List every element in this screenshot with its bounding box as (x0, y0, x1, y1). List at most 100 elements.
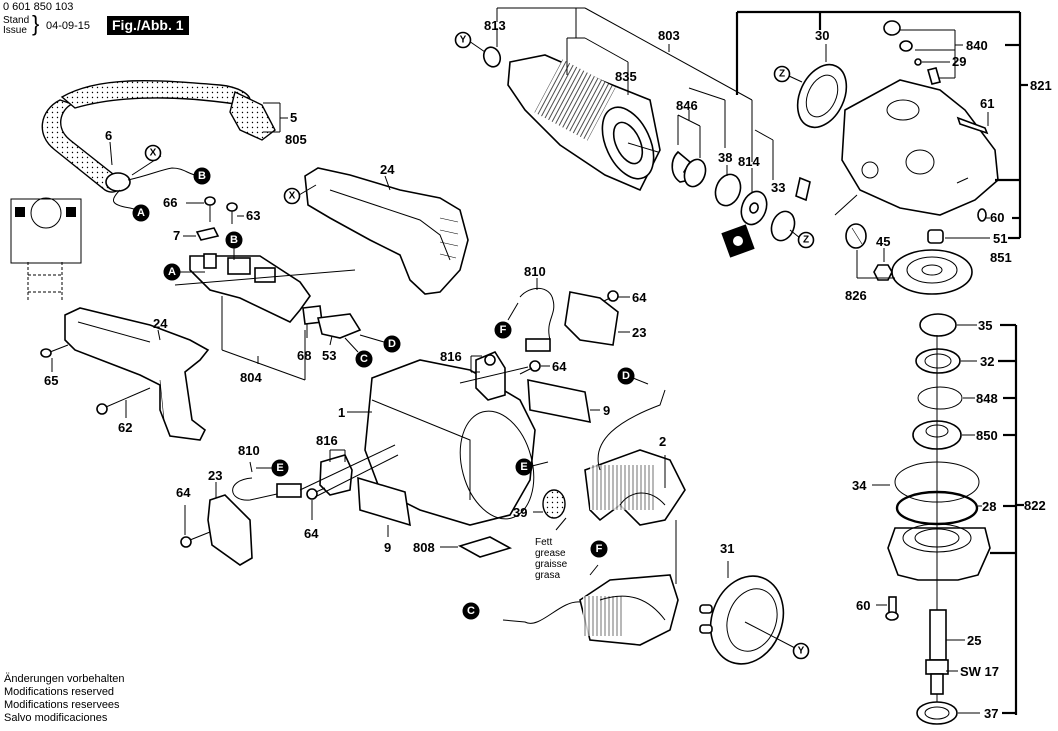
connector-f-coil: F (590, 540, 608, 558)
label-plate-9-right (527, 378, 591, 424)
connector-e-brush: E (256, 459, 289, 477)
label-805: 805 (285, 132, 307, 147)
label-25: 25 (967, 633, 981, 648)
footer-disclaimer: Änderungen vorbehalten Modifications res… (4, 673, 124, 725)
connector-c-switch: C (344, 337, 373, 368)
screw-64-lower-b (180, 531, 211, 548)
label-68: 68 (297, 348, 311, 363)
label-60-top: 60 (990, 210, 1004, 225)
connector-c-coil: C (462, 602, 480, 620)
label-9-left: 9 (384, 540, 391, 555)
coil-wire-d (597, 389, 666, 471)
circlip-848 (917, 386, 963, 410)
label-62: 62 (118, 420, 132, 435)
pinion-gear (845, 223, 867, 249)
connector-z-seal: Z (789, 229, 815, 249)
label-835: 835 (615, 69, 637, 84)
spindle-25 (925, 609, 949, 695)
footer-line-en: Modifications reserved (4, 686, 115, 698)
field-coil-upper (584, 449, 686, 526)
issue-date: 04-09-15 (46, 20, 91, 32)
svg-text:D: D (622, 370, 630, 382)
label-39: 39 (513, 505, 527, 520)
bearing-flange (887, 523, 991, 581)
grease-note-de: Fett (535, 537, 552, 548)
label-1: 1 (338, 405, 345, 420)
svg-text:A: A (168, 266, 176, 278)
connector-a-cord: A (132, 204, 150, 222)
label-810-lower: 810 (238, 443, 260, 458)
issue-label: Issue (3, 25, 27, 36)
plate-808 (457, 536, 513, 558)
label-23-upper: 23 (632, 325, 646, 340)
svg-text:E: E (276, 462, 283, 474)
label-24-bottom: 24 (153, 316, 168, 331)
brush-holder-816-lower (319, 454, 353, 496)
armature (507, 54, 661, 192)
stand-label: Stand (3, 15, 30, 26)
screw-63 (226, 202, 238, 224)
label-816-lower: 816 (316, 433, 338, 448)
connector-d-coil: D (617, 367, 649, 385)
grease-note-en: grease (535, 548, 566, 559)
screw-66 (204, 196, 216, 222)
label-848: 848 (976, 391, 998, 406)
label-2: 2 (659, 434, 666, 449)
o-ring-29 (914, 58, 922, 66)
brush-wire-810-upper (519, 287, 555, 341)
label-64-lower-a: 64 (304, 526, 319, 541)
bevel-gear (891, 249, 973, 295)
connector-e-coil: E (515, 458, 549, 476)
label-23-lower: 23 (208, 468, 222, 483)
svg-text:F: F (596, 543, 603, 555)
label-808: 808 (413, 540, 435, 555)
label-7: 7 (173, 228, 180, 243)
screw-60-bottom (885, 596, 899, 621)
wiring-schematic (10, 197, 82, 300)
label-816-upper: 816 (440, 349, 462, 364)
power-cord (41, 80, 276, 211)
svg-text:Z: Z (779, 69, 785, 80)
svg-text:B: B (230, 234, 238, 246)
sleeve-51 (927, 229, 944, 244)
connector-a-switch: A (163, 263, 205, 281)
flange-37 (916, 701, 958, 725)
brace-icon: } (32, 11, 40, 36)
svg-text:A: A (137, 207, 145, 219)
label-33: 33 (771, 180, 785, 195)
connector-y-bearing: Y (454, 31, 486, 53)
screw-62 (96, 387, 151, 415)
bearing-813 (482, 46, 502, 68)
screw-64-upper-b (519, 360, 541, 375)
svg-text:C: C (360, 353, 368, 365)
seal-33 (770, 210, 796, 242)
label-34: 34 (852, 478, 867, 493)
label-45: 45 (876, 234, 890, 249)
label-53: 53 (322, 348, 336, 363)
connector-y-endshield: Y (792, 642, 810, 660)
label-61: 61 (980, 96, 994, 111)
connector-d-switch: D (359, 334, 401, 353)
label-851: 851 (990, 250, 1012, 265)
handle-half-top (304, 167, 469, 295)
clip-7 (195, 227, 220, 241)
washer-846 (683, 158, 707, 188)
seal-32 (915, 348, 961, 374)
label-plate-9-left (357, 476, 411, 527)
svg-text:X: X (289, 191, 296, 202)
connector-x-cord: X (131, 144, 162, 176)
label-64-lower-b: 64 (176, 485, 191, 500)
coil-wire-f (589, 564, 599, 576)
label-24-top: 24 (380, 162, 395, 177)
connector-x-handle: X (283, 184, 317, 205)
label-64-upper-b: 64 (552, 359, 567, 374)
screw-65 (40, 344, 69, 358)
connector-b-cord: B (193, 167, 211, 185)
nut-45 (873, 264, 893, 281)
cover-ring-30 (796, 63, 848, 129)
label-822: 822 (1024, 498, 1046, 513)
label-64-upper-a: 64 (632, 290, 647, 305)
grease-note-fr: graisse (535, 559, 568, 570)
brush-810-upper (525, 338, 551, 352)
switch-assembly (189, 253, 362, 339)
